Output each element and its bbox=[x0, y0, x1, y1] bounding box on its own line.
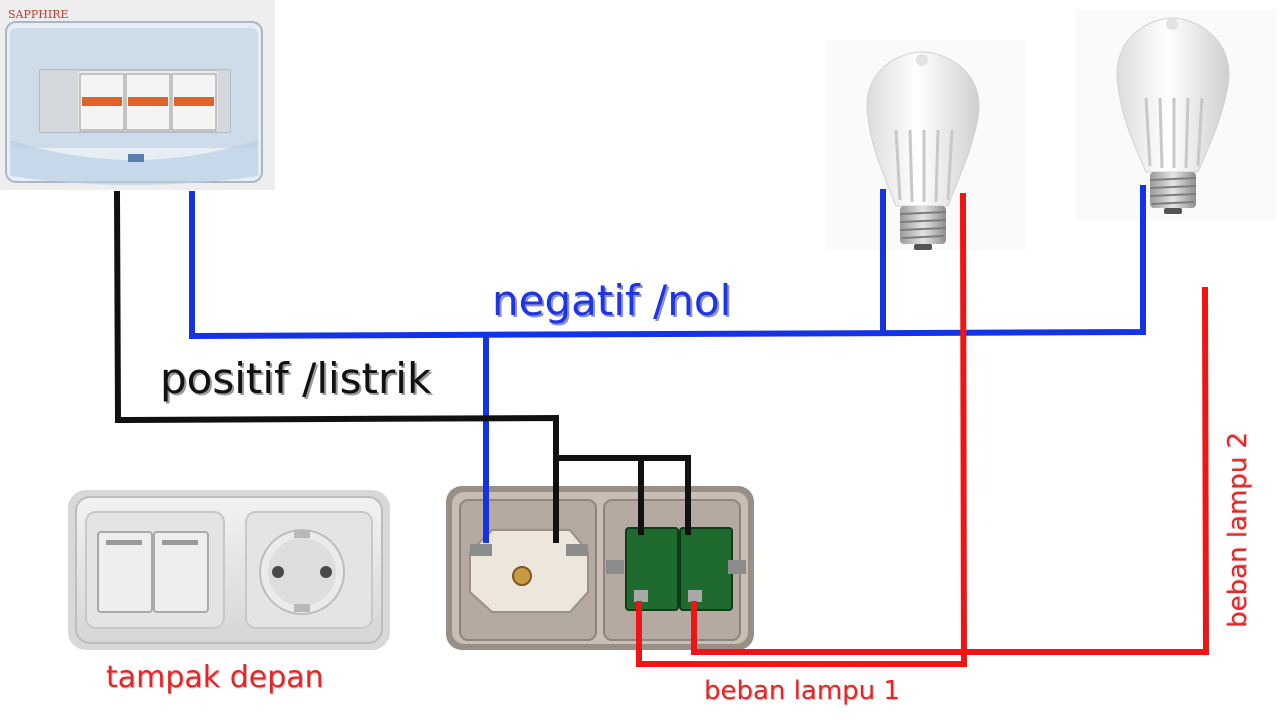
live-wire bbox=[113, 190, 559, 543]
light-bulb-1 bbox=[826, 40, 1026, 250]
switch-socket-rear-view bbox=[446, 486, 754, 650]
label-load-1: beban lampu 1 bbox=[704, 676, 900, 706]
mcb-panel: SAPPHIRE bbox=[0, 0, 275, 190]
load-wire-1 bbox=[636, 192, 968, 667]
neutral-wire bbox=[189, 185, 1146, 340]
live-wire-switch bbox=[553, 455, 691, 535]
panel-brand: SAPPHIRE bbox=[8, 8, 69, 21]
label-load-2: beban lampu 2 bbox=[1223, 432, 1253, 628]
light-bulb-2 bbox=[1076, 10, 1276, 220]
load-wire-2 bbox=[691, 286, 1210, 655]
label-front-view: tampak depan bbox=[106, 660, 324, 695]
label-negative: negatif /nol bbox=[492, 276, 732, 325]
switch-socket-front-view bbox=[68, 490, 390, 650]
label-positive: positif /listrik bbox=[160, 354, 432, 403]
